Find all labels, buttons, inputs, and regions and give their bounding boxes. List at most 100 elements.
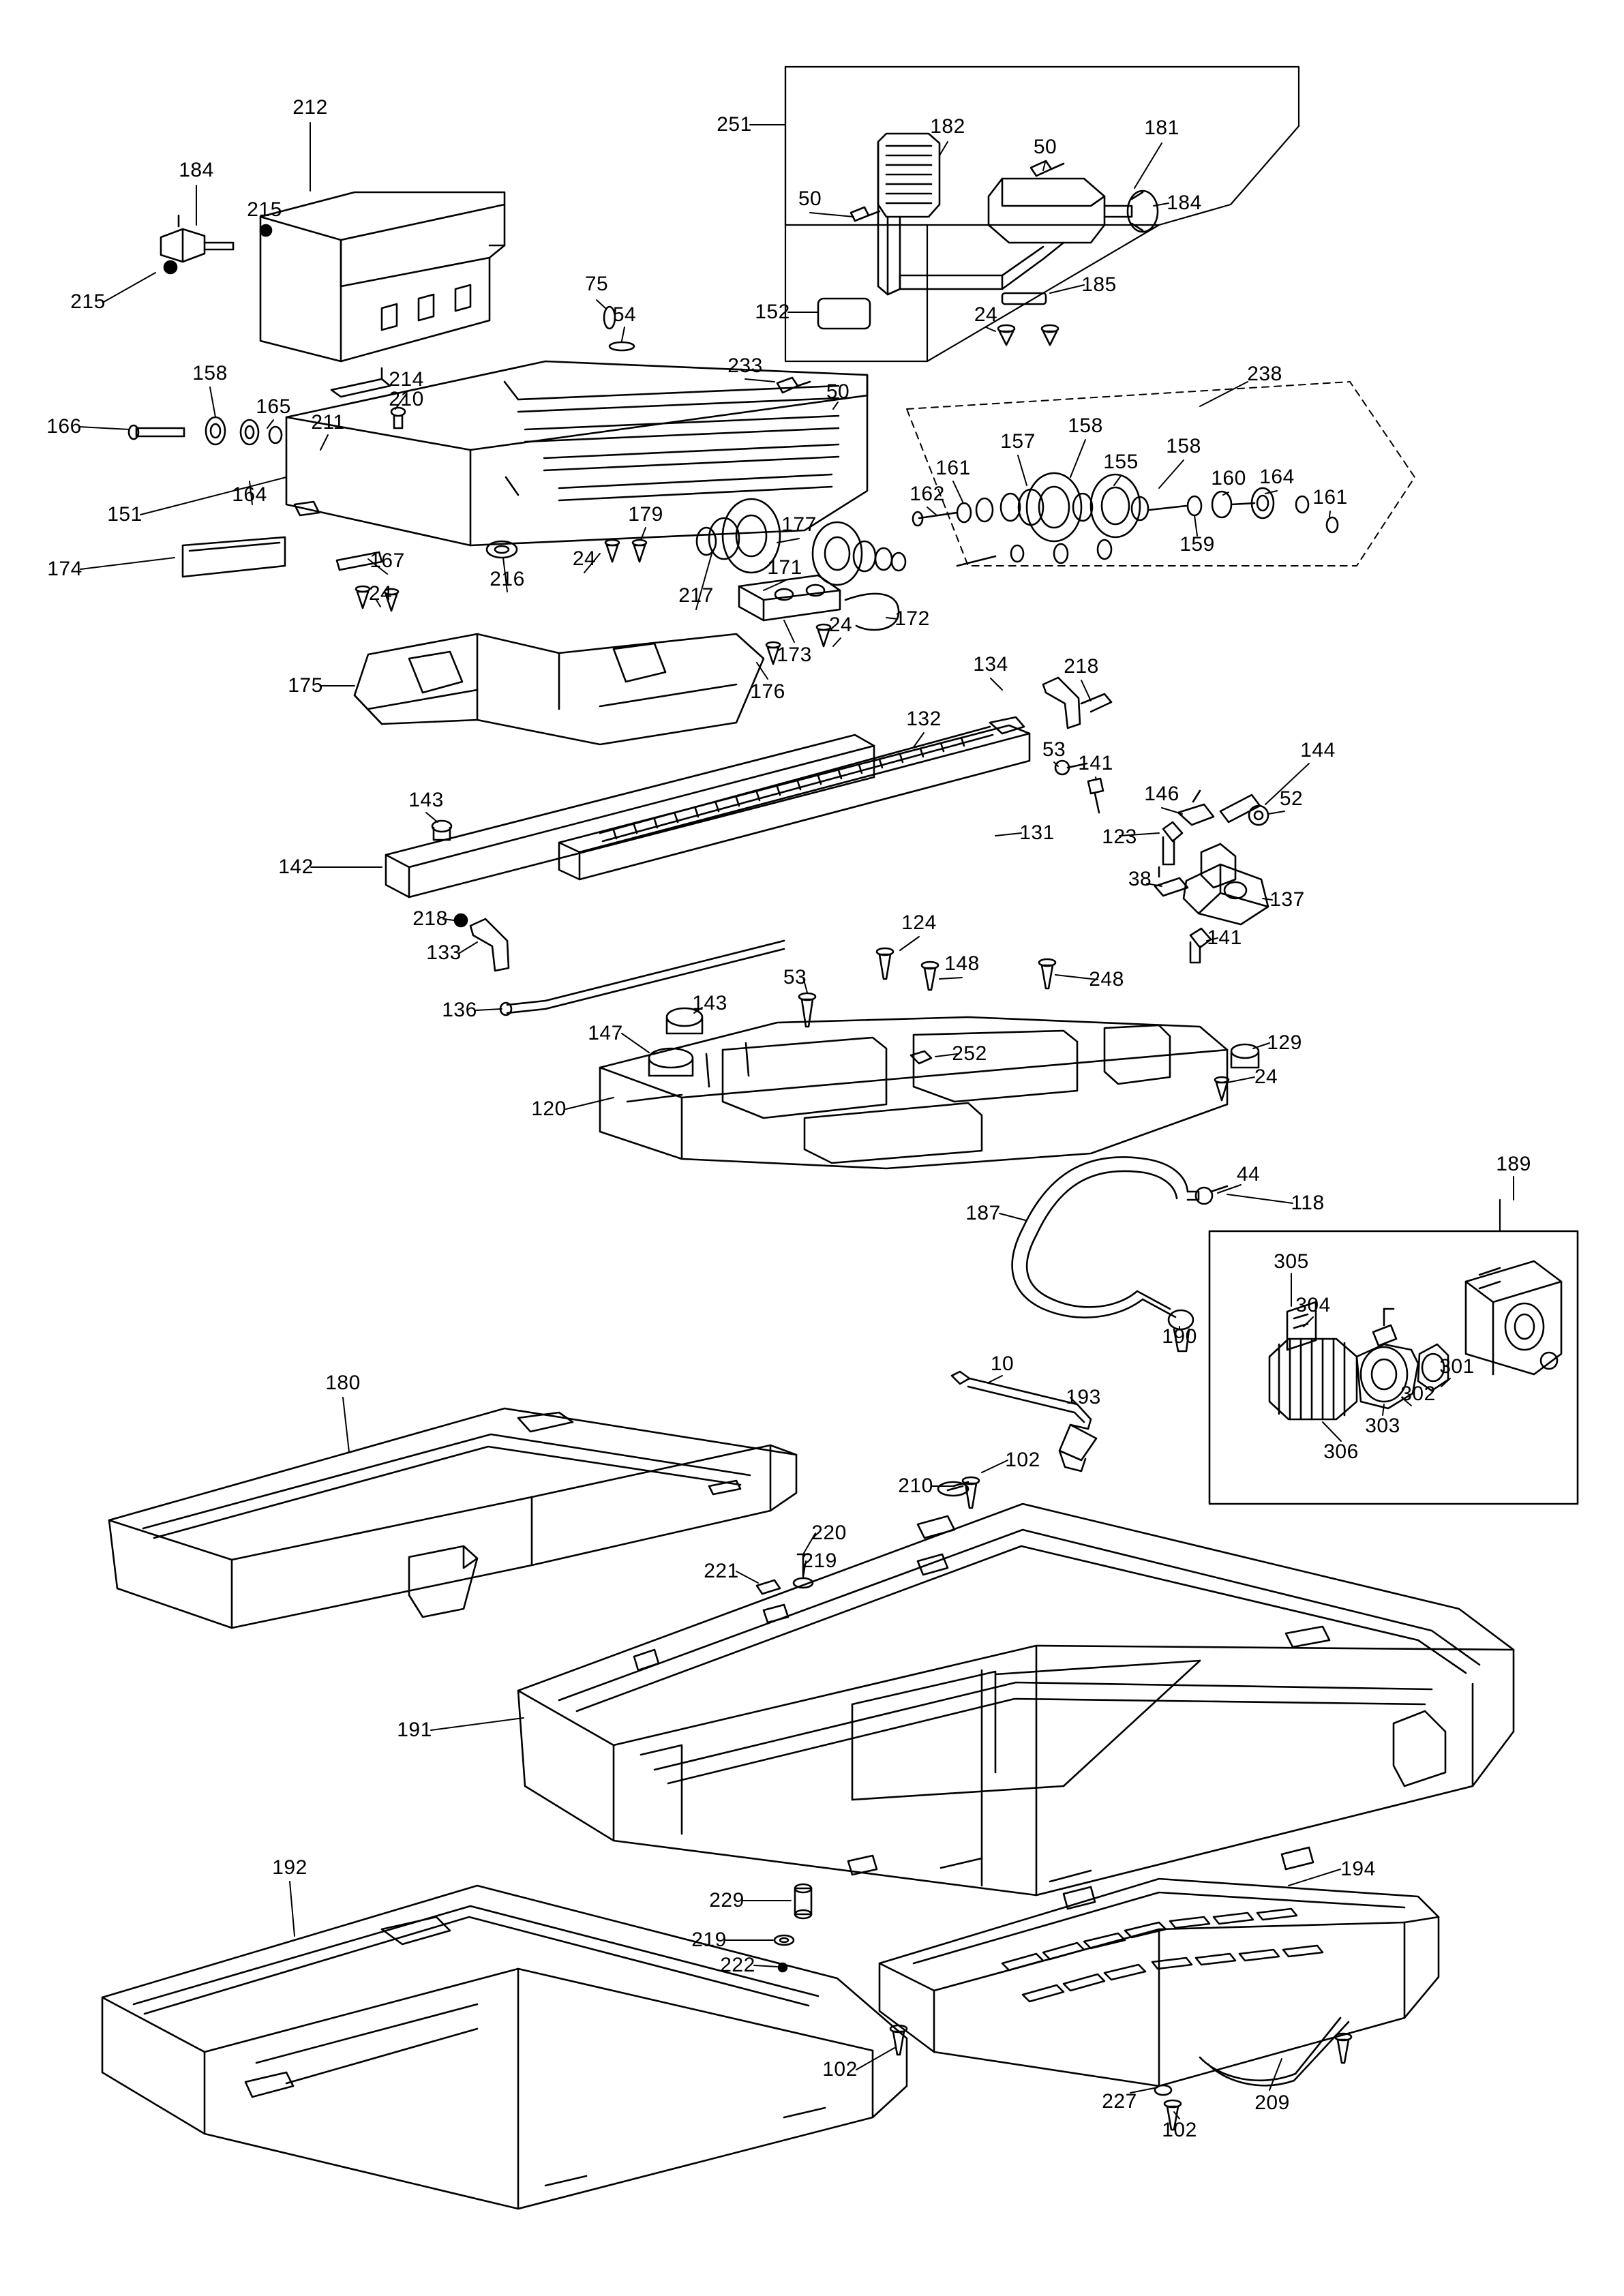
callout-number: 187	[965, 1202, 1001, 1224]
callout-number: 155	[1103, 451, 1139, 473]
callout-number: 141	[1078, 752, 1113, 774]
callout-number: 219	[691, 1929, 727, 1951]
callout-number: 185	[1081, 273, 1117, 296]
callout-number: 211	[311, 411, 345, 434]
callout-number: 303	[1365, 1415, 1400, 1437]
callout-number: 194	[1340, 1858, 1376, 1880]
callout-number: 134	[973, 653, 1008, 676]
callout-number: 102	[822, 2058, 858, 2081]
callout-number: 174	[47, 558, 82, 580]
callout-number: 50	[1033, 136, 1057, 158]
callout-number: 302	[1400, 1383, 1436, 1405]
callout-number: 44	[1236, 1163, 1261, 1185]
callout-number: 53	[783, 966, 807, 988]
callout-number: 306	[1323, 1440, 1359, 1463]
callout-number: 159	[1179, 533, 1215, 556]
callout-number: 173	[777, 644, 812, 666]
callout-number: 24	[974, 303, 998, 326]
callout-number: 214	[389, 368, 424, 391]
callout-number: 227	[1102, 2090, 1137, 2113]
callout-number: 215	[247, 198, 282, 221]
callout-number: 53	[1042, 738, 1066, 761]
callout-number: 158	[1068, 414, 1103, 437]
callout-number: 24	[828, 614, 853, 636]
callout-number: 132	[906, 708, 942, 730]
callout-number: 210	[389, 388, 424, 410]
callout-number: 131	[1019, 821, 1055, 844]
callout-number: 191	[397, 1719, 432, 1741]
callout-number: 148	[944, 952, 980, 975]
callout-number: 305	[1274, 1250, 1309, 1273]
callout-number: 172	[894, 607, 930, 630]
callout-number: 143	[692, 992, 727, 1014]
callout-number: 219	[802, 1550, 837, 1572]
callout-number: 217	[678, 584, 714, 607]
callout-number: 215	[70, 290, 106, 313]
callout-number: 304	[1295, 1294, 1331, 1316]
callout-number: 181	[1144, 117, 1179, 139]
callout-number: 147	[588, 1022, 623, 1044]
callout-number: 221	[704, 1560, 739, 1582]
callout-number: 129	[1267, 1031, 1302, 1054]
callout-number: 158	[1166, 435, 1201, 457]
callout-number: 50	[798, 187, 822, 210]
callout-number: 160	[1211, 467, 1246, 489]
callout-number: 24	[572, 547, 597, 570]
callout-number: 210	[898, 1475, 933, 1497]
callout-number: 171	[767, 556, 802, 579]
callout-number: 146	[1144, 783, 1179, 805]
callout-number: 38	[1128, 868, 1152, 890]
callout-number: 123	[1102, 826, 1137, 848]
callout-number: 166	[46, 415, 82, 438]
callout-number: 164	[1259, 466, 1295, 488]
callout-number: 179	[628, 503, 663, 526]
callout-number: 162	[909, 483, 945, 505]
callout-number: 137	[1269, 888, 1305, 911]
callout-number: 190	[1162, 1325, 1197, 1348]
callout-number: 218	[1064, 655, 1099, 678]
callout-number: 151	[107, 503, 142, 526]
callout-number: 248	[1089, 968, 1124, 991]
callout-number: 157	[1000, 430, 1036, 453]
callout-number: 301	[1439, 1355, 1475, 1378]
callout-number: 161	[935, 457, 971, 479]
callout-number: 136	[442, 999, 477, 1021]
callout-number: 175	[288, 674, 323, 697]
callout-number: 251	[717, 113, 752, 136]
callout-number: 182	[930, 115, 965, 138]
callout-number: 209	[1254, 2091, 1290, 2114]
callout-number: 75	[584, 273, 609, 295]
callout-number: 52	[1279, 787, 1304, 810]
callout-number: 184	[179, 159, 214, 181]
callout-number: 120	[531, 1098, 567, 1120]
callout-number: 216	[490, 568, 525, 590]
callout-number: 212	[292, 96, 328, 119]
callout-number: 144	[1300, 739, 1336, 761]
callout-number: 102	[1162, 2119, 1197, 2141]
callout-number: 238	[1247, 363, 1282, 385]
callout-number: 161	[1312, 486, 1348, 509]
callout-number: 176	[750, 680, 785, 703]
callout-number: 142	[278, 856, 314, 878]
callout-number: 158	[192, 362, 228, 384]
callout-number: 10	[990, 1353, 1014, 1375]
callout-number: 229	[709, 1889, 745, 1912]
callout-number: 102	[1005, 1449, 1040, 1471]
callout-number: 143	[408, 789, 444, 811]
callout-number: 141	[1207, 926, 1242, 949]
callout-number: 233	[727, 354, 763, 377]
callout-number: 184	[1167, 192, 1202, 214]
callout-number: 220	[811, 1522, 847, 1544]
callout-number: 222	[720, 1954, 755, 1976]
callout-number: 252	[952, 1042, 987, 1065]
callout-number: 152	[755, 301, 790, 323]
callout-number: 180	[325, 1372, 361, 1394]
callout-number: 54	[612, 303, 637, 326]
callout-number: 193	[1066, 1386, 1101, 1408]
callout-number: 165	[256, 395, 291, 418]
callout-number: 189	[1496, 1153, 1531, 1175]
callout-number: 50	[826, 380, 850, 403]
callout-number: 24	[1254, 1066, 1278, 1088]
